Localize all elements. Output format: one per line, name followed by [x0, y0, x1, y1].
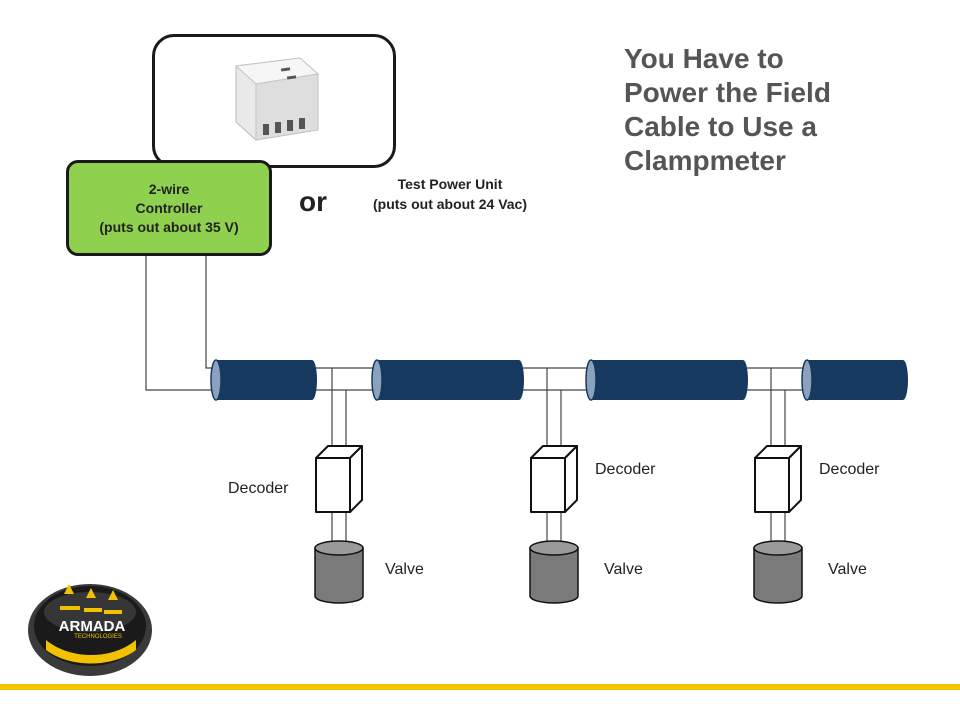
armada-logo: [28, 584, 152, 676]
valve-1: [314, 540, 364, 604]
tpu-line-2: (puts out about 24 Vac): [372, 196, 527, 212]
controller-line-2: Controller: [135, 199, 203, 216]
logo-name: ARMADA: [58, 618, 126, 635]
valve-2: [529, 540, 579, 604]
or-label: or: [299, 186, 327, 217]
drop-wires: [331, 368, 786, 544]
tpu-line-1: Test Power Unit: [397, 176, 503, 192]
valve-label-1: Valve: [385, 561, 424, 578]
field-cable-wires: [310, 367, 808, 391]
controller-wires: [145, 256, 215, 391]
ship-icons: [60, 584, 122, 614]
accent-bar: [0, 684, 960, 690]
title-line-4: Clampmeter: [624, 145, 786, 176]
cable-segment-1: [210, 359, 317, 401]
cable-segment-2: [371, 359, 524, 401]
decoder-3: [754, 445, 802, 513]
controller-line-1: 2-wire: [148, 180, 190, 197]
cable-segment-4: [801, 359, 908, 401]
test-power-unit-frame: [152, 34, 396, 168]
decoder-label-3: Decoder: [819, 461, 880, 478]
decoder-label-1: Decoder: [228, 480, 289, 497]
valve-label-3: Valve: [828, 561, 867, 578]
logo-sub: TECHNOLOGIES: [74, 634, 122, 640]
test-power-unit-label: Test Power Unit (puts out about 24 Vac): [340, 174, 560, 214]
slide-title: You Have to Power the Field Cable to Use…: [624, 42, 954, 178]
controller-wire-right: [205, 256, 215, 369]
title-line-3: Cable to Use a: [624, 111, 817, 142]
decoder-label-2: Decoder: [595, 461, 656, 478]
controller-line-3: (puts out about 35 V): [99, 218, 239, 235]
cable-segment-3: [585, 359, 748, 401]
valve-3: [753, 540, 803, 604]
title-line-1: You Have to: [624, 43, 784, 74]
controller-box: 2-wire Controller (puts out about 35 V): [66, 160, 272, 256]
title-line-2: Power the Field: [624, 77, 831, 108]
valve-label-2: Valve: [604, 561, 643, 578]
decoder-2: [530, 445, 578, 513]
decoder-1: [315, 445, 363, 513]
controller-wire-left: [145, 256, 215, 391]
